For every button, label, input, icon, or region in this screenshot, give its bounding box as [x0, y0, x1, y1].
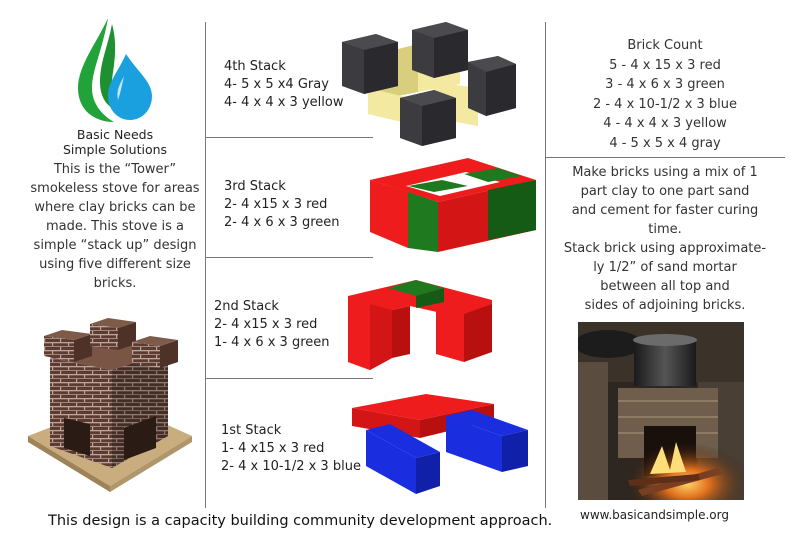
instruction-line: part clay to one part sand [580, 184, 750, 199]
tower-stove-illustration [28, 318, 192, 492]
stack-line: 2- 4 x15 x 3 red [224, 197, 328, 212]
stack-line: 1- 4 x 6 x 3 green [214, 335, 330, 350]
instruction-line: ly 1/2” of sand mortar [593, 260, 737, 275]
instructions-paragraph: Make bricks using a mix of 1 part clay t… [548, 163, 782, 315]
right-column-divider [545, 22, 546, 508]
intro-line: This is the “Tower” [53, 162, 177, 177]
intro-line: bricks. [93, 276, 137, 291]
stack-divider [205, 137, 373, 138]
brick-count-section: Brick Count 5 - 4 x 15 x 3 red 3 - 4 x 6… [548, 36, 782, 153]
stack-line: 1- 4 x15 x 3 red [221, 441, 325, 456]
brick-count-item: 2 - 4 x 10-1/2 x 3 blue [592, 96, 738, 112]
brick-count-title: Brick Count [627, 38, 703, 53]
stack-title: 2nd Stack [214, 299, 279, 314]
intro-line: using five different size [39, 257, 191, 272]
instruction-line: Stack brick using approximate- [563, 241, 767, 256]
stack-line: 2- 4 x 6 x 3 green [224, 215, 340, 230]
footer-text: This design is a capacity building commu… [48, 513, 553, 529]
right-section-divider [545, 157, 785, 158]
stack-line: 2- 4 x 10-1/2 x 3 blue [221, 459, 361, 474]
stove-photo [578, 322, 744, 500]
brick-count-item: 5 - 4 x 15 x 3 red [609, 57, 721, 73]
brick-count-item: 3 - 4 x 6 x 3 green [605, 77, 725, 92]
stack-title: 1st Stack [221, 423, 282, 438]
brand-line-2: Simple Solutions [62, 142, 168, 157]
intro-line: simple “stack up” design [33, 238, 197, 253]
stack-4-text: 4th Stack 4- 5 x 5 x4 Gray 4- 4 x 4 x 3 … [224, 58, 343, 112]
stack-3-text: 3rd Stack 2- 4 x15 x 3 red 2- 4 x 6 x 3 … [224, 178, 340, 232]
stack-line: 2- 4 x15 x 3 red [214, 317, 318, 332]
website-url[interactable]: www.basicandsimple.org [580, 508, 729, 522]
stack-2-text: 2nd Stack 2- 4 x15 x 3 red 1- 4 x 6 x 3 … [214, 298, 330, 352]
intro-line: smokeless stove for areas [30, 181, 200, 196]
stack-4-diagram [342, 22, 516, 146]
instruction-line: sides of adjoining bricks. [584, 298, 746, 313]
brick-count-item: 4 - 4 x 4 x 3 yellow [603, 116, 727, 131]
stack-title: 3rd Stack [224, 179, 286, 194]
intro-paragraph: This is the “Tower” smokeless stove for … [6, 160, 224, 293]
brick-count-item: 4 - 5 x 5 x 4 gray [609, 135, 721, 151]
brand-line-1: Basic Needs [76, 127, 154, 142]
stack-3-diagram [370, 158, 536, 252]
brand-name: Basic Needs Simple Solutions [40, 127, 190, 157]
stack-title: 4th Stack [224, 59, 286, 74]
stack-1-diagram [352, 394, 528, 494]
instruction-line: Make bricks using a mix of 1 [572, 165, 758, 180]
water-drop-logo-icon [78, 18, 152, 122]
intro-line: made. This stove is a [46, 219, 184, 234]
stack-line: 4- 5 x 5 x4 Gray [224, 77, 329, 92]
stack-divider [205, 378, 373, 379]
instruction-line: time. [648, 222, 682, 237]
instruction-line: and cement for faster curing [571, 203, 759, 218]
left-column-divider [205, 22, 206, 508]
instruction-line: between all top and [600, 279, 730, 294]
intro-line: where clay bricks can be [34, 200, 196, 215]
stack-1-text: 1st Stack 1- 4 x15 x 3 red 2- 4 x 10-1/2… [221, 422, 361, 476]
stack-2-diagram [348, 280, 492, 370]
stack-divider [205, 257, 373, 258]
stack-line: 4- 4 x 4 x 3 yellow [224, 95, 344, 110]
